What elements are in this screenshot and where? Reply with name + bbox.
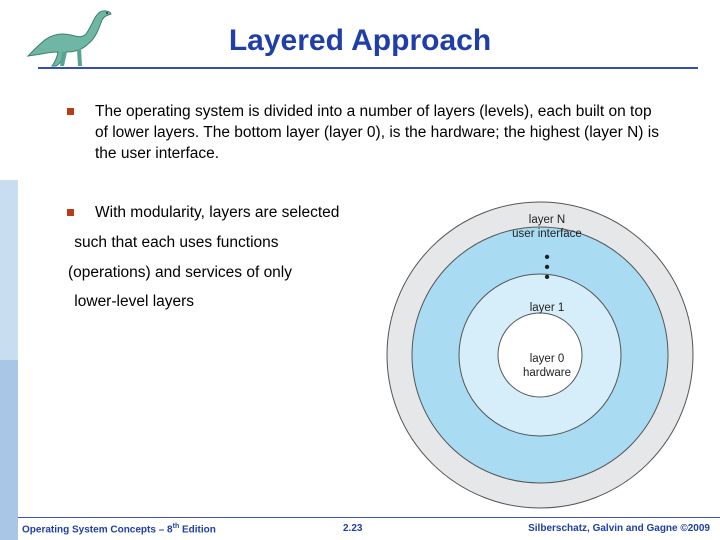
footer-divider (18, 517, 720, 518)
ellipsis-dot: • (544, 249, 550, 266)
footer-copyright: Silberschatz, Galvin and Gagne ©2009 (528, 523, 710, 534)
layer-n-detail: user interface (512, 228, 582, 240)
slide-title: Layered Approach (228, 24, 492, 57)
footer-title-sup: th (172, 523, 180, 530)
ellipsis-dot: • (544, 269, 550, 286)
layer-0-label: layer 0 (530, 353, 565, 365)
footer-title-text: Operating System Concepts – 8 (22, 524, 173, 536)
layer-0-detail: hardware (523, 367, 571, 379)
bullet-item: With modularity, layers are selected (67, 202, 395, 223)
layer-0-core (497, 312, 583, 398)
bullet-marker-icon (67, 108, 74, 115)
layers-diagram: layer N user interface • • • layer 1 lay… (386, 201, 694, 509)
title-divider (38, 67, 698, 69)
left-decor-bar (0, 0, 18, 540)
bullet-item: The operating system is divided into a n… (67, 101, 665, 164)
ellipsis-dot: • (544, 259, 550, 276)
page-number: 2.23 (343, 523, 363, 534)
continuation-line: such that each uses functions (70, 234, 279, 251)
continuation-line: lower-level layers (70, 293, 195, 310)
left-bar-segment (0, 360, 18, 540)
bullet-marker-icon (67, 209, 74, 216)
layer-1-label: layer 1 (530, 302, 565, 314)
bullet-text: The operating system is divided into a n… (95, 103, 659, 162)
left-bar-segment (0, 180, 18, 360)
footer-book-title: Operating System Concepts – 8th Edition (22, 523, 216, 535)
footer-title-suffix: Edition (179, 524, 216, 536)
dinosaur-logo-icon (26, 10, 112, 67)
bullet-text: With modularity, layers are selected (95, 204, 340, 221)
layer-n-label: layer N (529, 214, 565, 226)
left-bar-segment (0, 0, 18, 180)
continuation-line: (operations) and services of only (68, 264, 293, 281)
